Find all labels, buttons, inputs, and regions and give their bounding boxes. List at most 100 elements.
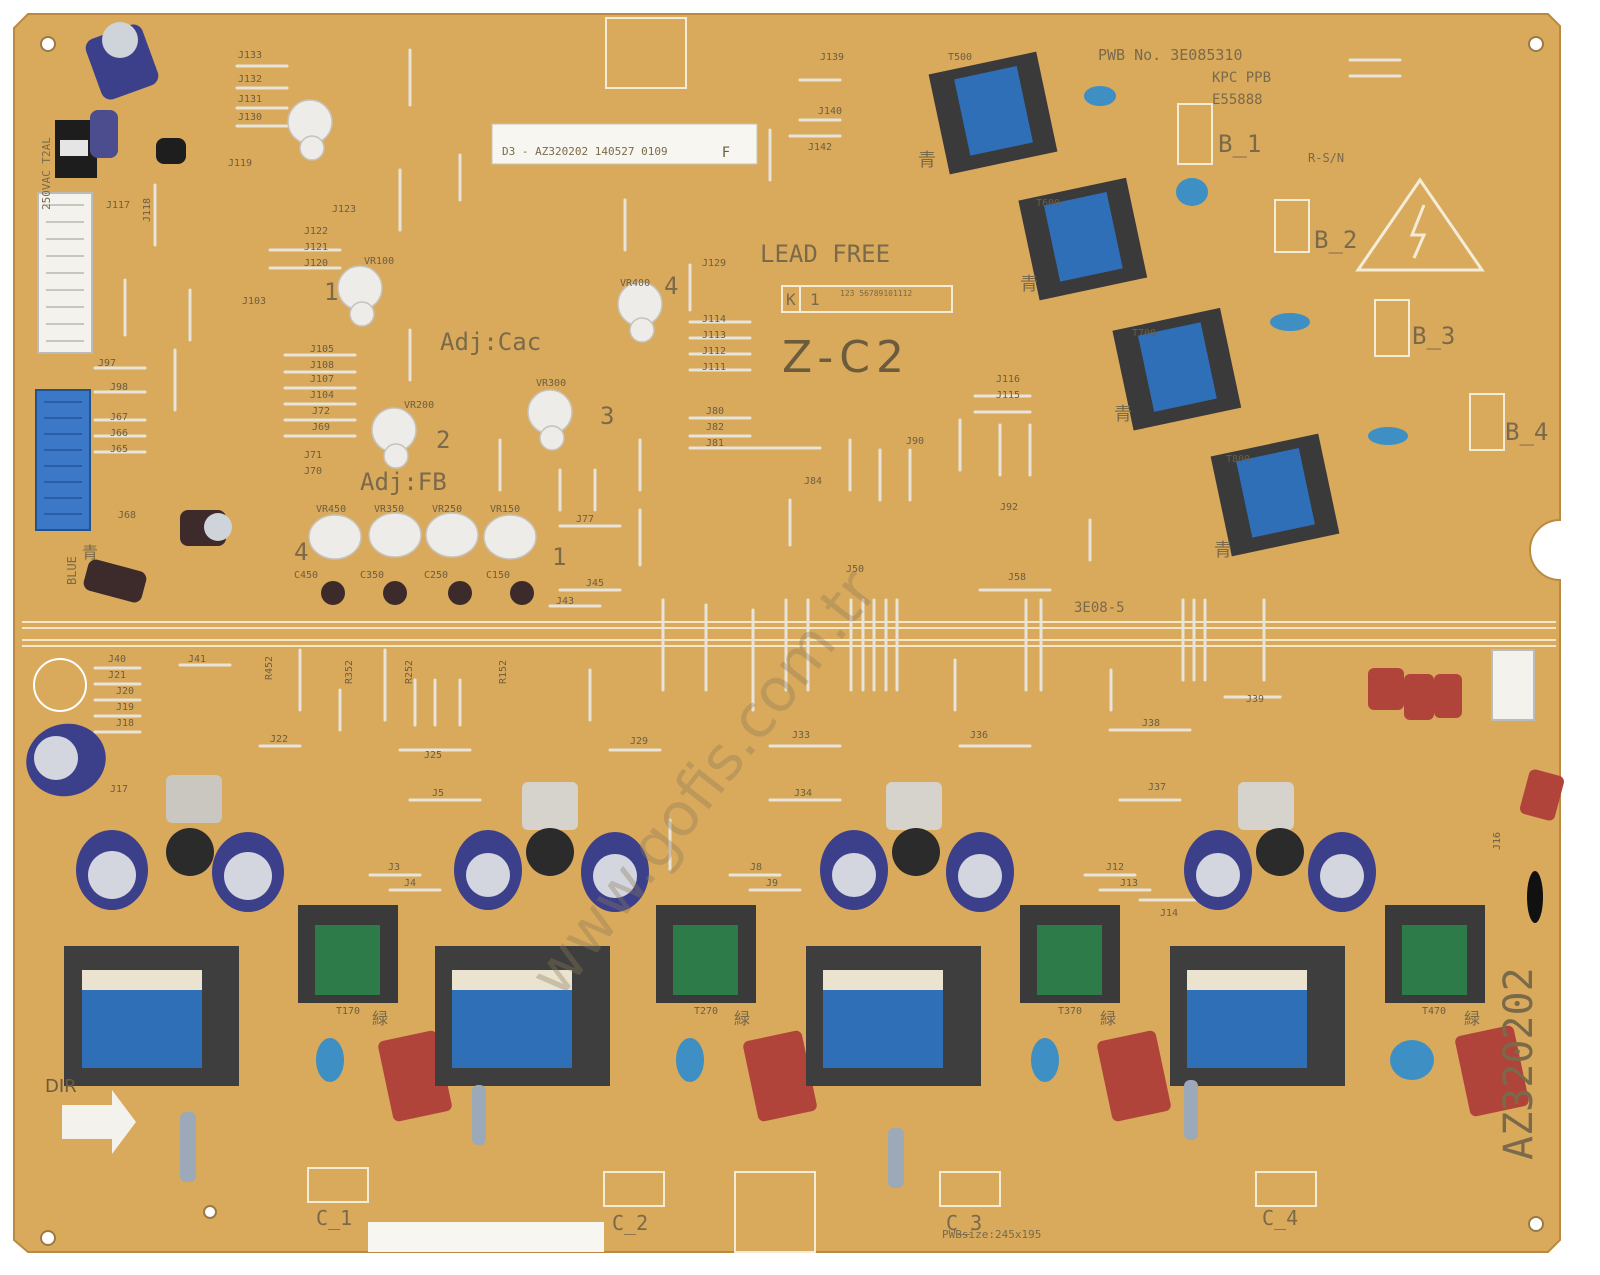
svg-text:J66: J66 [110,428,128,439]
vertical-jumpers [123,48,1266,872]
svg-text:J117: J117 [106,200,130,211]
hv-output-b3: B_3 [1412,322,1455,350]
sticker-suffix: F [722,145,730,161]
connector-right [1491,649,1535,721]
hv-warning-icon [1355,177,1485,272]
label-vr150: VR150 [490,504,520,515]
svg-text:J80: J80 [706,406,724,417]
hv-stage-2 [435,782,817,1122]
svg-text:J130: J130 [238,112,262,123]
svg-text:J21: J21 [108,670,126,681]
trimmer-row-caps [321,581,534,605]
bottom-white-label [368,1222,604,1252]
label-r152: R152 [498,660,509,684]
label-t700: T700 [1132,328,1156,339]
jumper-labels-left: J133 J132 J131 J130 J119 J117 J118 J123 … [98,50,356,521]
label-t370: T370 [1058,1006,1082,1017]
label-vr250: VR250 [432,504,462,515]
label-t800: T800 [1226,454,1250,465]
mounting-holes [33,36,1544,1246]
trimmer-num-4: 4 [664,272,678,300]
svg-text:J121: J121 [304,242,328,253]
svg-text:青: 青 [1114,404,1132,425]
trimmer-row-num-4: 4 [294,538,308,566]
isolation-band [22,621,1556,647]
pwb-number: PWB No. 3E085310 [1098,46,1243,64]
svg-text:J33: J33 [792,730,810,741]
svg-text:J8: J8 [750,862,762,873]
svg-text:J111: J111 [702,362,726,373]
svg-text:J58: J58 [1008,572,1026,583]
sticker-code: D3 - AZ320202 140527 0109 [502,145,668,158]
svg-text:J116: J116 [996,374,1020,385]
kanji-marks: 青 青 青 青 青 緑 緑 緑 緑 [82,150,1480,1028]
svg-text:J65: J65 [110,444,128,455]
hv-output-pads [1177,103,1505,451]
k-box-digits: 123 56789101112 [840,289,912,298]
svg-text:J69: J69 [312,422,330,433]
svg-text:J22: J22 [270,734,288,745]
svg-text:緑: 緑 [734,1009,750,1028]
svg-text:J29: J29 [630,736,648,747]
adj-fb-label: Adj:FB [360,468,447,496]
ceramic-caps-top [1084,86,1408,445]
svg-text:J19: J19 [116,702,134,713]
svg-text:J132: J132 [238,74,262,85]
hv-output-b1: B_1 [1218,130,1261,158]
svg-text:青: 青 [82,543,98,562]
trimmer-num-1: 1 [324,278,338,306]
label-t470: T470 [1422,1006,1446,1017]
electrolytic-capacitors-top [83,22,232,603]
trimmer-pots-upper [287,99,663,469]
svg-text:J105: J105 [310,344,334,355]
label-vr400: VR400 [620,278,650,289]
svg-text:J90: J90 [906,436,924,447]
transistor [156,138,186,164]
hv-output-b4: B_4 [1505,418,1548,446]
k-box-letter: K [786,290,796,309]
svg-text:J103: J103 [242,296,266,307]
side-part-number: AZ320202 [1496,967,1542,1160]
label-vr450: VR450 [316,504,346,515]
lead-free-label: LEAD FREE [760,240,890,268]
svg-text:J118: J118 [142,198,153,222]
label-vr350: VR350 [374,504,404,515]
label-c350: C350 [360,570,384,581]
k-box-number: 1 [810,290,820,309]
svg-text:J9: J9 [766,878,778,889]
trimmer-num-2: 2 [436,426,450,454]
svg-text:J139: J139 [820,52,844,63]
marker-stroke [1527,871,1543,923]
svg-text:J5: J5 [432,788,444,799]
electrolytic-left-lower [26,723,106,797]
label-t500: T500 [948,52,972,63]
svg-text:J39: J39 [1246,694,1264,705]
svg-text:青: 青 [1214,540,1232,561]
svg-text:J104: J104 [310,390,334,401]
svg-text:J41: J41 [188,654,206,665]
label-t270: T270 [694,1006,718,1017]
svg-text:J120: J120 [304,258,328,269]
svg-text:J3: J3 [388,862,400,873]
k-checkbox-strip: K 1 123 56789101112 [781,285,953,313]
svg-text:J36: J36 [970,730,988,741]
hv-stage-1 [64,775,452,1122]
svg-text:J34: J34 [794,788,812,799]
svg-text:緑: 緑 [1464,1009,1480,1028]
svg-text:J140: J140 [818,106,842,117]
svg-text:J16: J16 [1492,832,1503,850]
svg-text:J45: J45 [586,578,604,589]
label-c250: C250 [424,570,448,581]
label-t170: T170 [336,1006,360,1017]
svg-text:J82: J82 [706,422,724,433]
svg-text:J12: J12 [1106,862,1124,873]
label-vr100: VR100 [364,256,394,267]
svg-text:J18: J18 [116,718,134,729]
mid-code: 3E08-5 [1074,600,1125,616]
svg-text:J107: J107 [310,374,334,385]
jumper-wires [93,58,1402,902]
connector-c4: C_4 [1262,1206,1298,1230]
svg-text:J50: J50 [846,564,864,575]
model-code: Z-C2 [782,332,910,383]
svg-text:J25: J25 [424,750,442,761]
